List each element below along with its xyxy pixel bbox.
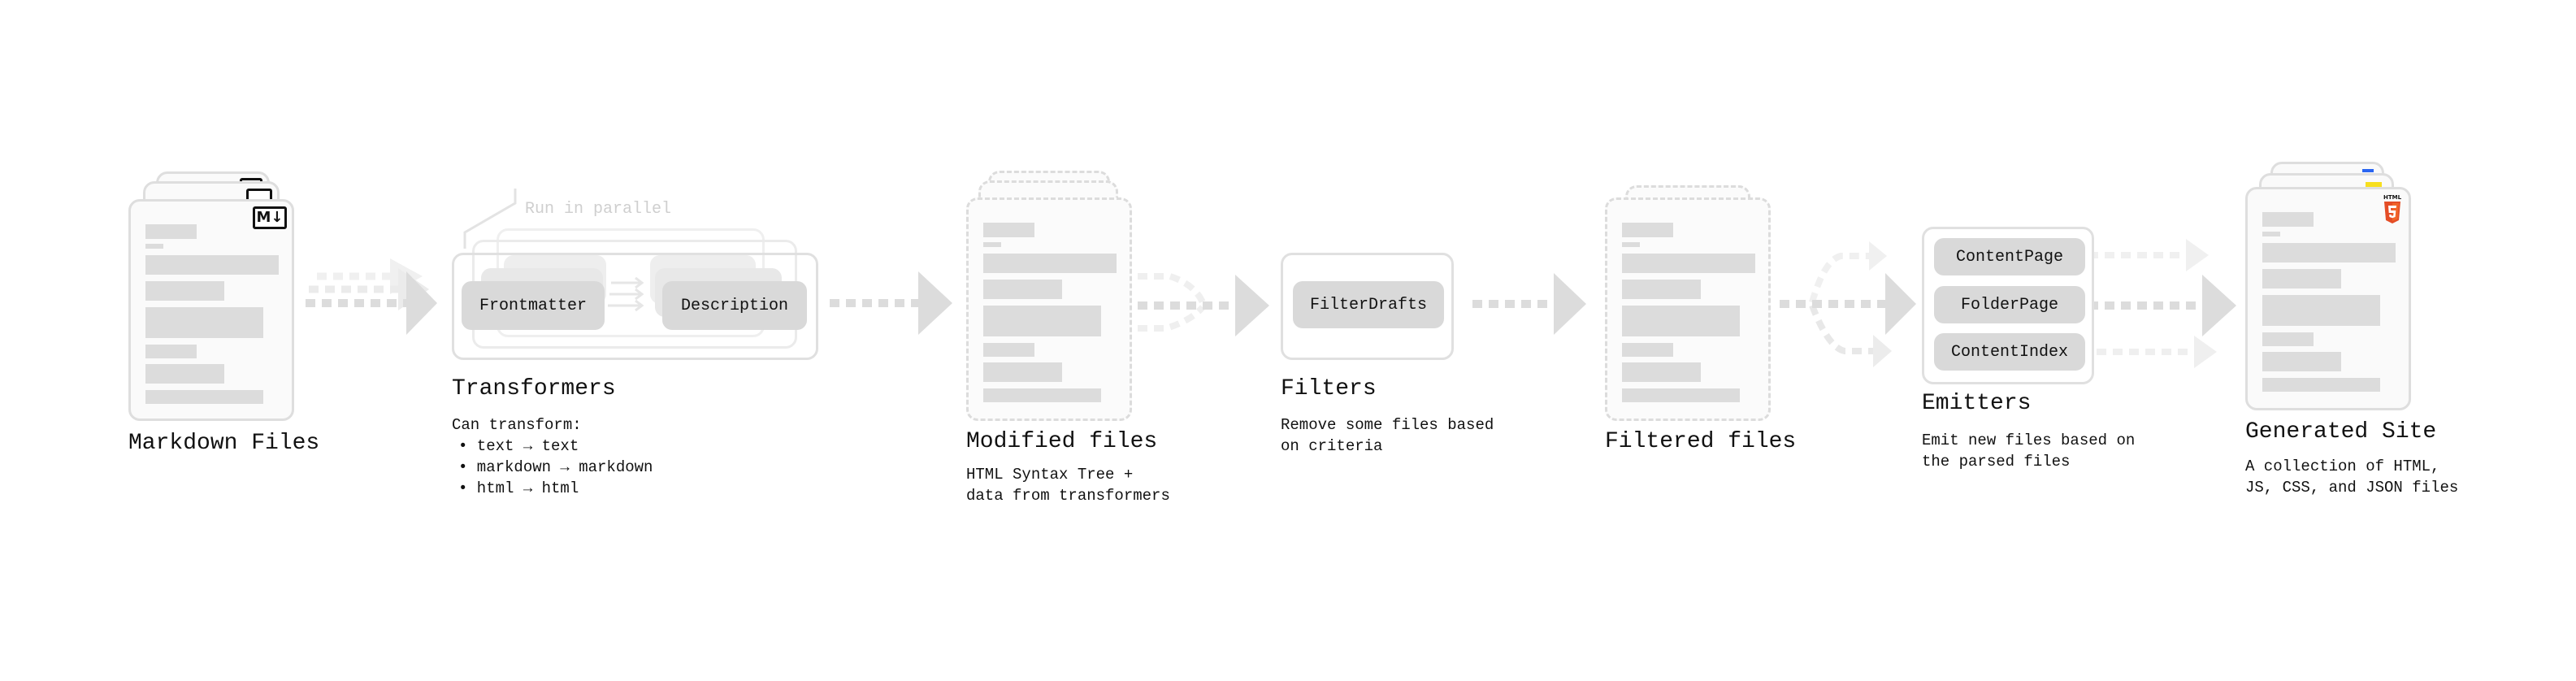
- stage-description: the parsed files: [1922, 453, 2071, 471]
- content-block: [983, 343, 1034, 357]
- stage-description: Can transform:: [452, 416, 582, 434]
- stage-title: Transformers: [452, 376, 616, 401]
- html5-icon: HTML: [2383, 194, 2402, 228]
- stage-description: JS, CSS, and JSON files: [2245, 479, 2459, 497]
- stage-description: Emit new files based on: [1922, 432, 2136, 449]
- content-block: [1622, 242, 1640, 247]
- markdown-file-card: M↓: [128, 199, 294, 421]
- content-block: [145, 224, 197, 239]
- content-block: [2262, 269, 2341, 288]
- markdown-icon: M↓: [253, 206, 287, 229]
- stage-description: A collection of HTML,: [2245, 458, 2440, 475]
- filtered-file-card: [1605, 197, 1771, 421]
- stage-description: on criteria: [1281, 437, 1383, 455]
- plugin-chain-arrows: [608, 276, 644, 312]
- content-block: [983, 280, 1062, 299]
- frontmatter-plugin[interactable]: Frontmatter: [462, 281, 605, 330]
- content-block: [2262, 212, 2314, 227]
- transformers-container: [452, 253, 818, 360]
- content-block: [145, 345, 197, 358]
- css-icon: [2362, 169, 2374, 172]
- content-block: [2262, 352, 2341, 371]
- parallel-note: Run in parallel: [525, 200, 672, 219]
- content-block: [1622, 388, 1740, 402]
- arrow-markdown-to-transformers: [306, 258, 437, 335]
- arrow-modified-to-filters: [1138, 273, 1269, 336]
- filter-drafts-plugin[interactable]: FilterDrafts: [1293, 281, 1444, 328]
- bullet-item: • text → text: [458, 437, 579, 455]
- content-page-plugin[interactable]: ContentPage: [1934, 238, 2085, 275]
- stage-description: data from transformers: [966, 487, 1170, 505]
- arrows-emitters-to-generated: [2072, 239, 2236, 368]
- content-block: [2262, 243, 2396, 262]
- content-block: [2262, 332, 2314, 346]
- stage-title: Filtered files: [1605, 429, 1797, 454]
- content-index-plugin[interactable]: ContentIndex: [1934, 333, 2085, 371]
- stage-title: Filters: [1281, 376, 1377, 401]
- bullet-item: • html → html: [458, 479, 579, 497]
- content-block: [983, 254, 1117, 273]
- content-block: [145, 307, 263, 338]
- content-block: [1622, 280, 1701, 299]
- html5-icon-label: HTML: [2383, 194, 2402, 201]
- description-plugin[interactable]: Description: [662, 281, 807, 330]
- arrow-filters-to-filtered: [1472, 273, 1586, 335]
- stage-description: Remove some files based: [1281, 416, 1494, 434]
- content-block: [145, 281, 224, 301]
- content-block: [983, 242, 1001, 247]
- content-block: [2262, 378, 2380, 392]
- content-block: [1622, 306, 1740, 336]
- content-block: [1622, 223, 1673, 237]
- content-block: [2262, 295, 2380, 326]
- bullet-item: • markdown → markdown: [458, 458, 653, 476]
- content-block: [983, 223, 1034, 237]
- html-file-card: HTML: [2245, 187, 2411, 410]
- folder-page-plugin[interactable]: FolderPage: [1934, 286, 2085, 323]
- html5-shield-icon: [2384, 202, 2400, 223]
- content-block: [145, 244, 163, 249]
- content-block: [1622, 343, 1673, 357]
- content-block: [145, 255, 279, 275]
- content-block: [145, 364, 224, 384]
- stage-title: Modified files: [966, 429, 1158, 454]
- arrow-transformers-to-modified: [830, 271, 952, 335]
- content-block: [145, 390, 263, 404]
- stage-title: Generated Site: [2245, 419, 2437, 445]
- content-block: [983, 388, 1101, 402]
- parallel-bracket: [463, 189, 517, 249]
- content-block: [1622, 362, 1701, 382]
- arrow-filtered-to-emitters: [1780, 241, 1916, 367]
- content-block: [983, 306, 1101, 336]
- content-block: [983, 362, 1062, 382]
- stage-description: HTML Syntax Tree +: [966, 466, 1134, 484]
- content-block: [1622, 254, 1755, 273]
- stage-title: Emitters: [1922, 391, 2032, 416]
- modified-file-card: [966, 197, 1132, 421]
- stage-title: Markdown Files: [128, 431, 320, 456]
- content-block: [2262, 232, 2280, 236]
